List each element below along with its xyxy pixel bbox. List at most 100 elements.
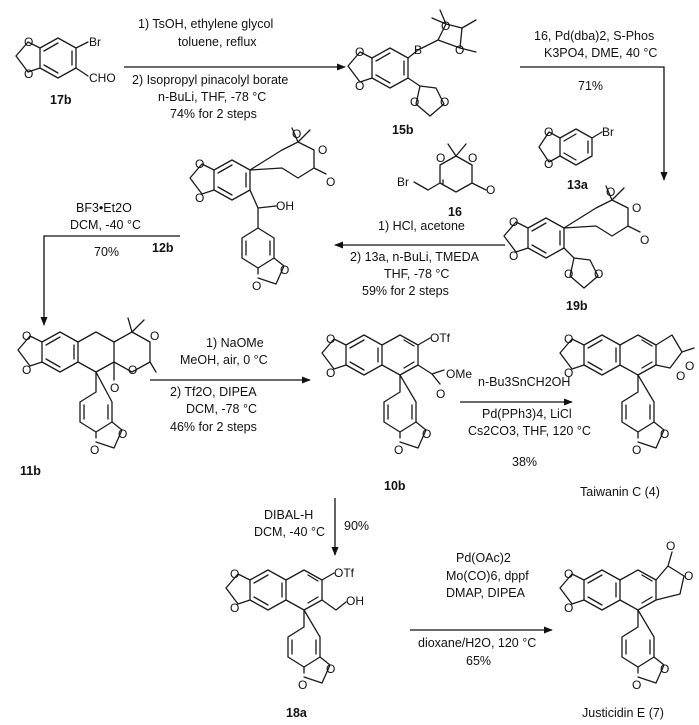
- condition-text: dioxane/H2O, 120 °C: [418, 636, 536, 650]
- condition-text: BF3•Et2O: [76, 201, 132, 215]
- conditions-step-1: 1) TsOH, ethylene glycol toluene, reflux…: [132, 17, 288, 121]
- compound-19b: O O O O O O O 19b: [503, 185, 649, 313]
- atom-O: O: [564, 267, 573, 281]
- atom-O: O: [118, 427, 127, 441]
- atom-O: O: [436, 387, 445, 401]
- condition-text: MeOH, air, 0 °C: [180, 353, 268, 367]
- atom-O: O: [564, 567, 573, 581]
- compound-17b: O O Br CHO 17b: [15, 35, 116, 107]
- condition-text: 38%: [512, 455, 537, 469]
- condition-text: n-BuLi, THF, -78 °C: [158, 90, 266, 104]
- atom-OH: OH: [346, 594, 364, 608]
- atom-O: O: [509, 215, 518, 229]
- atom-Br: Br: [397, 175, 409, 189]
- condition-text: DCM, -78 °C: [186, 402, 257, 416]
- condition-text: 59% for 2 steps: [362, 284, 449, 298]
- atom-O: O: [660, 662, 669, 676]
- compound-16: O O O Br 16: [397, 143, 495, 219]
- atom-O: O: [128, 363, 137, 377]
- atom-O: O: [684, 569, 693, 583]
- compound-11b: O O O O O O O 11b: [17, 317, 159, 478]
- condition-text: DMAP, DIPEA: [446, 586, 526, 600]
- atom-O: O: [685, 359, 694, 373]
- atom-O: O: [455, 43, 464, 57]
- compound-15b: O O B O O O O 15b: [347, 9, 477, 137]
- atom-O: O: [564, 366, 573, 380]
- condition-text: toluene, reflux: [178, 35, 257, 49]
- atom-O: O: [355, 45, 364, 59]
- atom-O: O: [326, 366, 335, 380]
- atom-O: O: [666, 539, 675, 553]
- compound-label-11b: 11b: [20, 464, 41, 478]
- condition-text: 1) HCl, acetone: [378, 219, 465, 233]
- conditions-step-8: Pd(OAc)2 Mo(CO)6, dppf DMAP, DIPEA dioxa…: [418, 551, 536, 668]
- condition-text: n-Bu3SnCH2OH: [478, 375, 570, 389]
- atom-O: O: [544, 125, 553, 139]
- condition-text: 1) TsOH, ethylene glycol: [138, 17, 273, 31]
- condition-text: DCM, -40 °C: [70, 218, 141, 232]
- atom-O: O: [326, 175, 335, 189]
- compound-taiwanin-c: O O O O O O Taiwanin C (4): [559, 332, 695, 499]
- atom-OH: OH: [276, 199, 294, 213]
- condition-text: 65%: [466, 654, 491, 668]
- atom-O: O: [195, 191, 204, 205]
- condition-text: Pd(OAc)2: [456, 551, 511, 565]
- atom-O: O: [280, 263, 289, 277]
- atom-O: O: [22, 363, 31, 377]
- atom-O: O: [195, 157, 204, 171]
- atom-O: O: [632, 443, 641, 457]
- reaction-arrow-4: [40, 235, 180, 326]
- condition-text: K3PO4, DME, 40 °C: [544, 46, 657, 60]
- atom-OMe: OMe: [446, 367, 472, 381]
- compound-label-12b: 12b: [152, 241, 174, 255]
- atom-O: O: [676, 369, 685, 383]
- condition-text: DIBAL-H: [264, 508, 313, 522]
- conditions-step-6: n-Bu3SnCH2OH Pd(PPh3)4, LiCl Cs2CO3, THF…: [468, 375, 591, 469]
- atom-O: O: [24, 35, 33, 49]
- atom-O: O: [606, 185, 615, 199]
- atom-O: O: [326, 332, 335, 346]
- atom-O: O: [422, 427, 431, 441]
- atom-O: O: [298, 678, 307, 692]
- atom-O: O: [509, 249, 518, 263]
- atom-O: O: [90, 443, 99, 457]
- product-name-taiwanin: Taiwanin C (4): [580, 485, 660, 499]
- atom-OTf: OTf: [430, 331, 451, 345]
- conditions-step-3: 1) HCl, acetone 2) 13a, n-BuLi, TMEDA TH…: [350, 219, 480, 298]
- atom-Br: Br: [602, 125, 614, 139]
- condition-text: THF, -78 °C: [384, 267, 449, 281]
- atom-O: O: [468, 151, 477, 165]
- compound-label-16: 16: [448, 205, 462, 219]
- condition-text: 16, Pd(dba)2, S-Phos: [534, 29, 654, 43]
- compound-label-19b: 19b: [566, 299, 588, 313]
- condition-text: Mo(CO)6, dppf: [446, 569, 529, 583]
- condition-text: 74% for 2 steps: [170, 107, 257, 121]
- condition-text: 2) Tf2O, DIPEA: [170, 385, 257, 399]
- atom-O: O: [326, 662, 335, 676]
- atom-O: O: [150, 329, 159, 343]
- compound-10b: O O OTf OMe O O O 10b: [321, 331, 472, 493]
- compound-18a: O O OTf OH O O 18a: [225, 566, 364, 720]
- atom-O: O: [230, 567, 239, 581]
- atom-O: O: [640, 233, 649, 247]
- compound-label-13a: 13a: [567, 178, 589, 192]
- atom-O: O: [632, 201, 641, 215]
- atom-O: O: [660, 427, 669, 441]
- atom-Br: Br: [89, 35, 101, 49]
- condition-text: Pd(PPh3)4, LiCl: [482, 407, 572, 421]
- condition-text: 90%: [344, 519, 369, 533]
- atom-O: O: [230, 601, 239, 615]
- atom-O: O: [292, 127, 301, 141]
- atom-O: O: [110, 381, 119, 395]
- atom-O: O: [564, 601, 573, 615]
- atom-O: O: [410, 95, 419, 109]
- conditions-step-4: BF3•Et2O DCM, -40 °C 70%: [70, 201, 141, 259]
- compound-13a: O O Br 13a: [538, 125, 614, 192]
- atom-O: O: [394, 443, 403, 457]
- compound-label-15b: 15b: [392, 123, 414, 137]
- compound-label-10b: 10b: [384, 479, 406, 493]
- atom-OTf: OTf: [334, 566, 355, 580]
- atom-O: O: [594, 267, 603, 281]
- condition-text: 2) 13a, n-BuLi, TMEDA: [350, 250, 480, 264]
